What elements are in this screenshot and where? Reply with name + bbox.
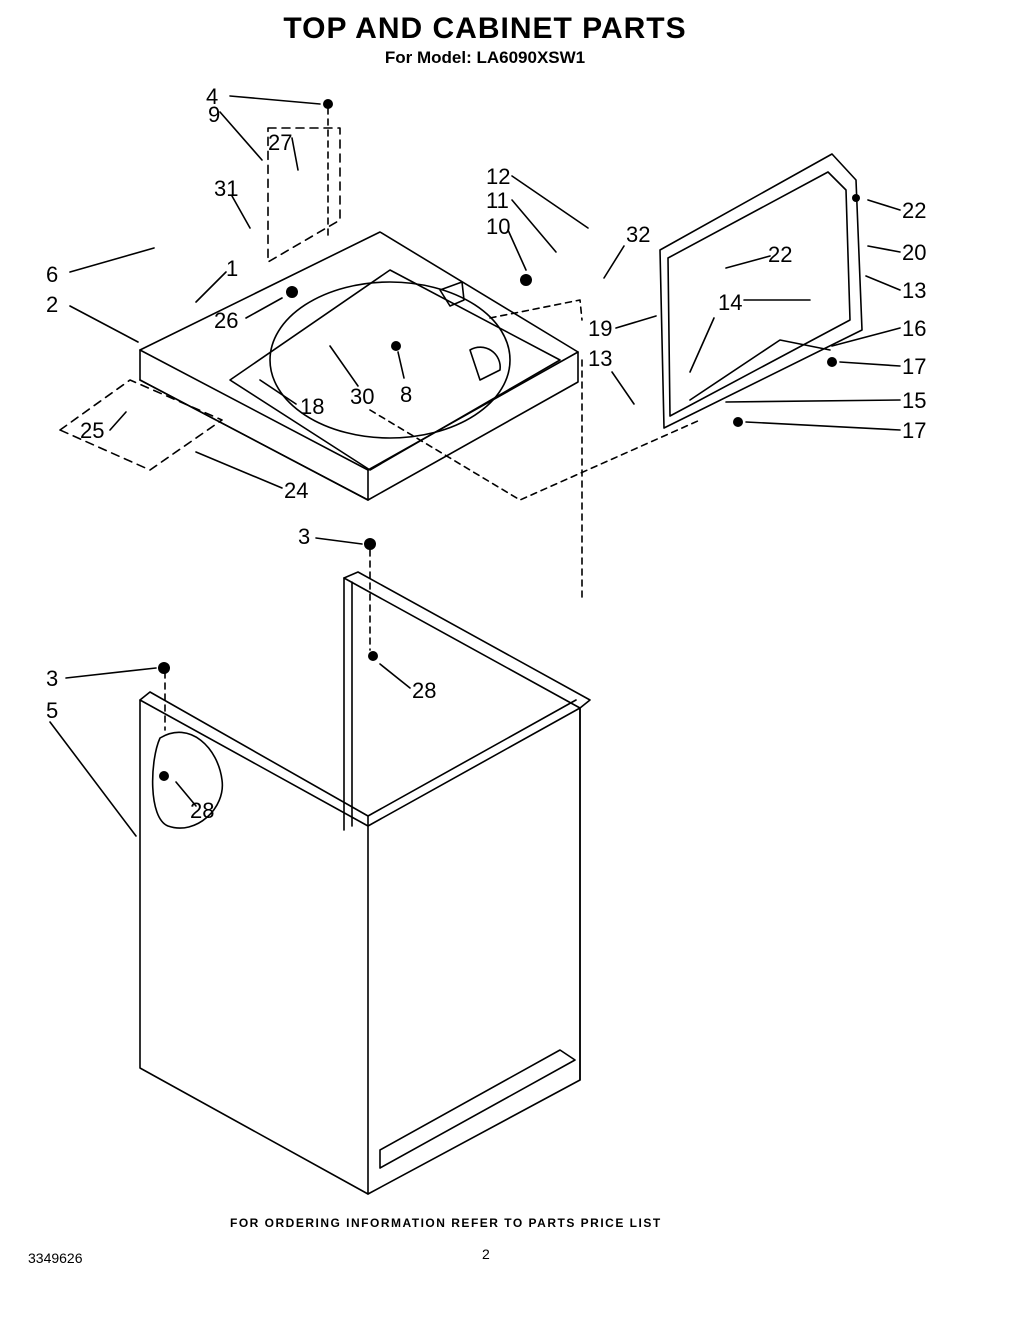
callout-1: 1 — [226, 256, 238, 281]
page-number: 2 — [482, 1246, 490, 1262]
washer-top-outline — [139, 231, 579, 501]
callout-25: 25 — [80, 418, 104, 443]
callout-18: 18 — [300, 394, 324, 419]
callout-24: 24 — [284, 478, 308, 503]
callout-22-top: 22 — [902, 198, 926, 223]
callout-20: 20 — [902, 240, 926, 265]
page-title: TOP AND CABINET PARTS — [283, 12, 687, 45]
screw-3-front — [158, 662, 170, 674]
plug-22 — [852, 194, 860, 202]
callout-6: 6 — [46, 262, 58, 287]
tub-opening — [269, 281, 511, 439]
screw-3-top — [364, 538, 376, 550]
lid-frame — [659, 153, 863, 429]
callout-13-left: 13 — [588, 346, 612, 371]
screw-28-front — [159, 771, 169, 781]
screw-8 — [391, 341, 401, 351]
callout-27: 27 — [268, 130, 292, 155]
switch-10 — [520, 274, 532, 286]
model-subtitle: For Model: LA6090XSW1 — [384, 48, 586, 67]
bumper-17b — [733, 417, 743, 427]
callout-31: 31 — [214, 176, 238, 201]
callout-30: 30 — [350, 384, 374, 409]
callout-10: 10 — [486, 214, 510, 239]
bumper-17a — [827, 357, 837, 367]
callout-9: 9 — [208, 102, 220, 127]
callout-17-lower: 17 — [902, 418, 926, 443]
screw-4 — [323, 99, 333, 109]
callout-3-front: 3 — [46, 666, 58, 691]
callout-11: 11 — [486, 188, 509, 213]
callout-22-inner: 22 — [768, 242, 792, 267]
callout-17-upper: 17 — [902, 354, 926, 379]
callout-5: 5 — [46, 698, 58, 723]
callout-labels: 4 9 27 31 6 1 2 26 12 11 10 32 22 22 20 … — [46, 84, 926, 823]
cutaway — [151, 731, 224, 829]
callout-2: 2 — [46, 292, 58, 317]
callout-16: 16 — [902, 316, 926, 341]
callout-28-back: 28 — [412, 678, 436, 703]
cabinet-front — [139, 699, 369, 1195]
clip-26 — [286, 286, 298, 298]
callout-13-right: 13 — [902, 278, 926, 303]
callout-28-front: 28 — [190, 798, 214, 823]
callout-15: 15 — [902, 388, 926, 413]
callout-19: 19 — [588, 316, 612, 341]
callout-3-top: 3 — [298, 524, 310, 549]
callout-8: 8 — [400, 382, 412, 407]
callout-12: 12 — [486, 164, 510, 189]
callout-4: 4 — [206, 84, 218, 109]
callout-14: 14 — [718, 290, 742, 315]
callout-26: 26 — [214, 308, 238, 333]
screw-28-back — [368, 651, 378, 661]
cabinet-back-frame — [343, 577, 581, 1081]
ordering-note: FOR ORDERING INFORMATION REFER TO PARTS … — [230, 1216, 662, 1230]
document-number: 3349626 — [28, 1250, 83, 1266]
callout-32: 32 — [626, 222, 650, 247]
